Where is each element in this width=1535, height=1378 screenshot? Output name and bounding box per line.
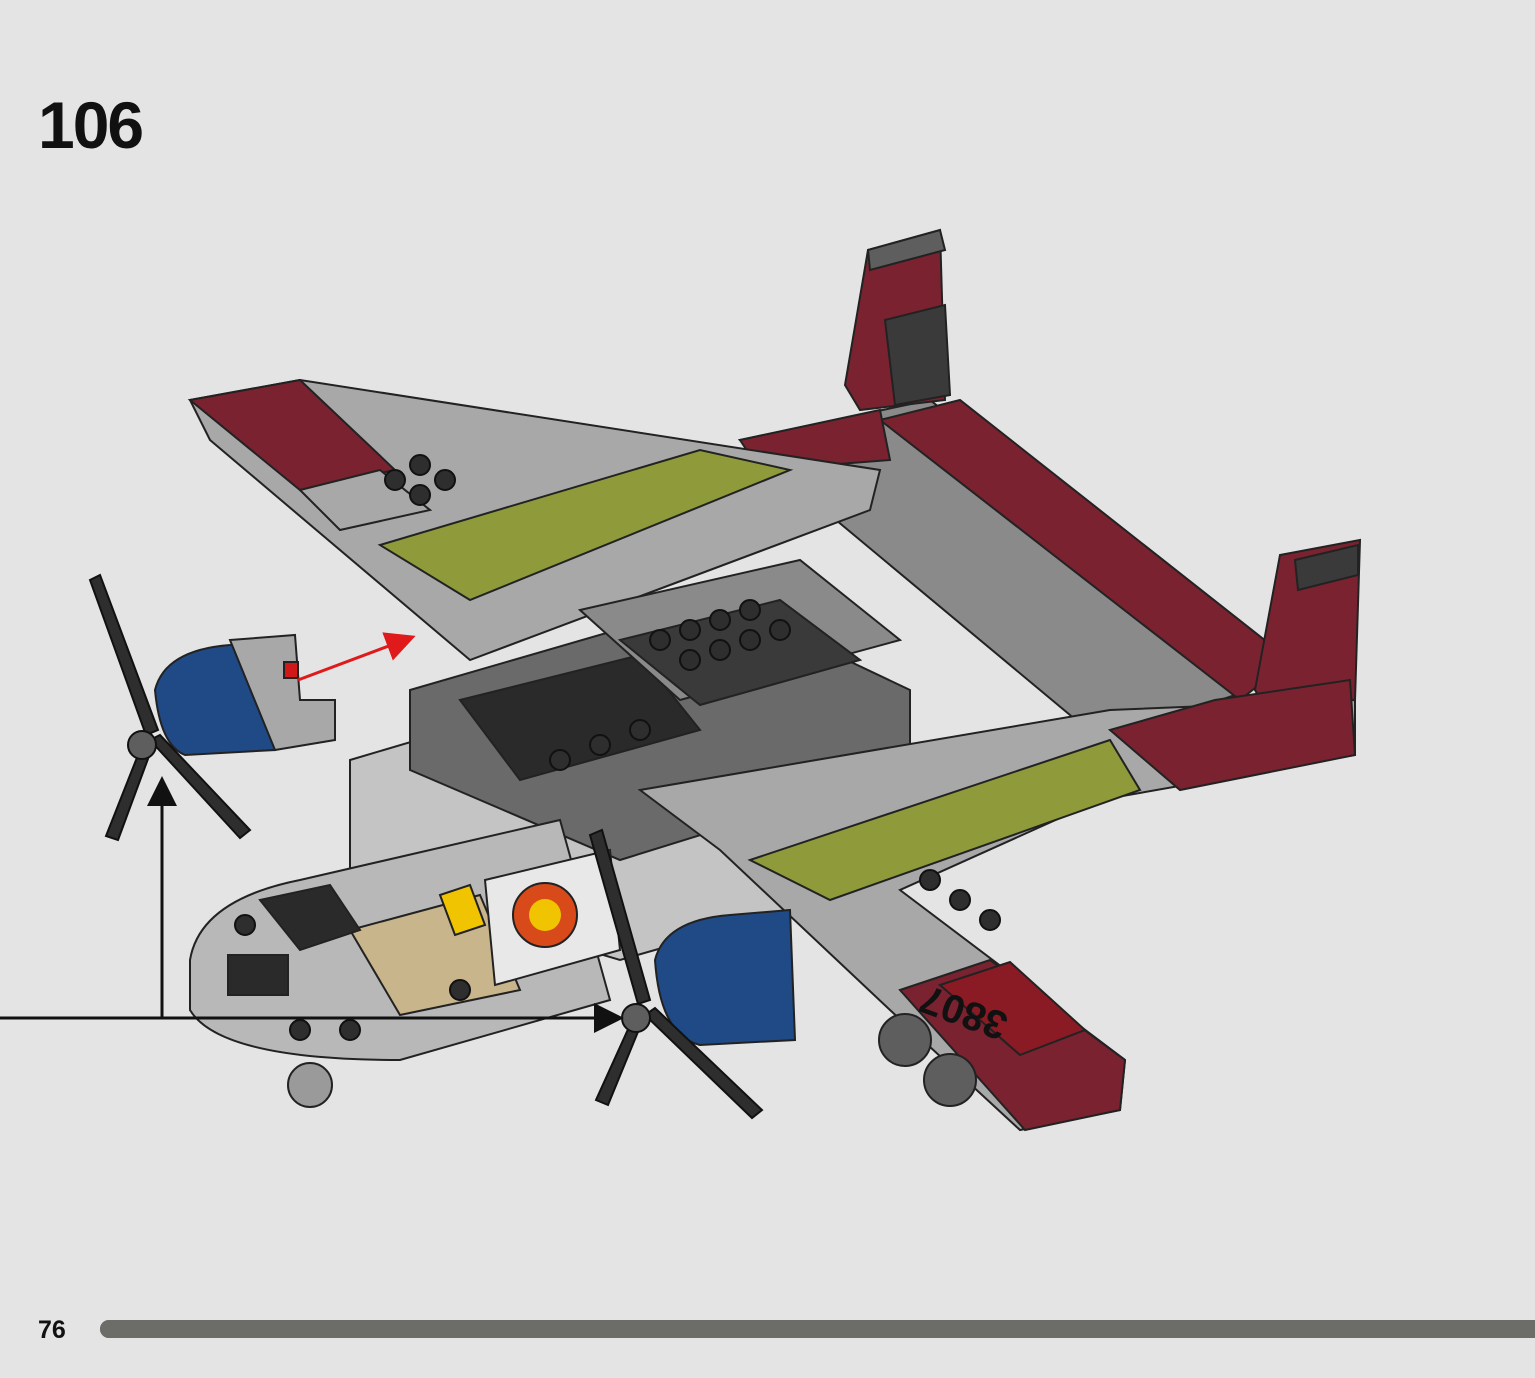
lower-wing: 3807 [637,678,1357,1132]
progress-bar [100,1320,1535,1338]
landing-gear [287,1013,977,1108]
assembly-illustration: 3807 [0,228,1362,1132]
step-number: 106 [38,88,144,162]
progress-fill [100,1320,1535,1338]
cockpit-nose [189,818,622,1062]
engine-pod-attached [653,908,797,1047]
tail-fin-right [1253,538,1362,717]
page-number: 76 [38,1316,66,1344]
propeller-icon [88,573,252,842]
red-move-arrow-icon [297,632,416,682]
studs [234,454,1001,1041]
assembly-arrow-icon [0,776,624,1033]
tail-fin-left [843,228,952,412]
engine-pod-loose [153,633,336,757]
propeller-icon [588,828,764,1120]
